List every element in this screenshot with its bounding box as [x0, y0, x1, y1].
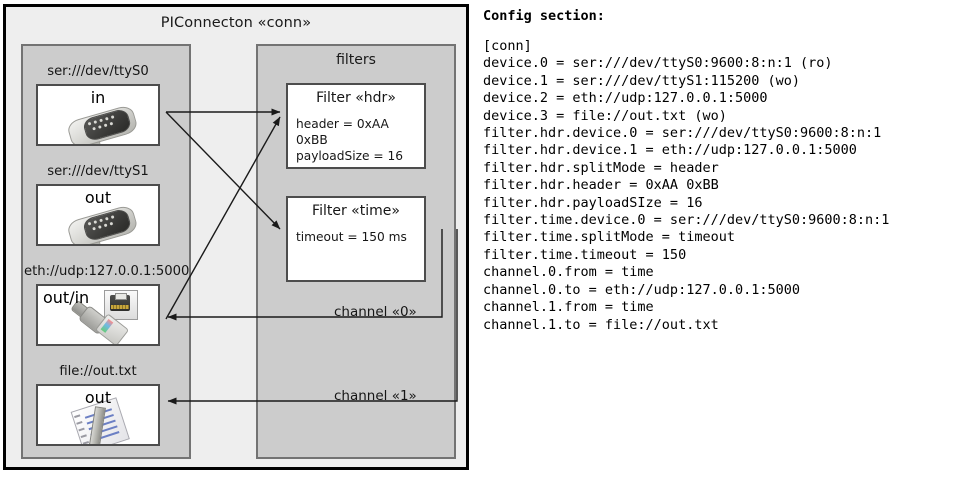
filters-panel-title: filters — [336, 52, 376, 68]
device-box-ttys0: in — [36, 84, 160, 146]
config-panel: Config section: [conn] device.0 = ser://… — [483, 8, 953, 334]
config-heading: Config section: — [483, 8, 605, 24]
ethernet-jack-icon — [104, 290, 138, 320]
filter-title-time: Filter «time» — [312, 203, 400, 219]
device-direction-ttys0: in — [90, 88, 106, 107]
device-direction-ttys1: out — [84, 188, 112, 207]
device-label-ttys1: ser:///dev/ttyS1 — [47, 164, 149, 179]
device-label-file: file://out.txt — [59, 364, 137, 379]
device-label-eth: eth://udp:127.0.0.1:5000 — [24, 264, 190, 279]
device-box-file: out — [36, 384, 160, 446]
channel-label-1: channel «1» — [334, 388, 417, 404]
filter-node-hdr[interactable]: Filter «hdr» header = 0xAA 0xBB payloadS… — [286, 83, 426, 169]
channel-label-0: channel «0» — [334, 304, 417, 320]
filter-props-time: timeout = 150 ms — [296, 229, 407, 245]
device-box-eth: out/in — [36, 284, 160, 346]
device-label-ttys0: ser:///dev/ttyS0 — [47, 64, 149, 79]
devices-panel: ser:///dev/ttyS0 in ser — [21, 44, 191, 459]
filter-props-hdr: header = 0xAA 0xBB payloadSize = 16 — [296, 116, 424, 164]
filter-prop: timeout = 150 ms — [296, 230, 407, 244]
config-text: [conn] device.0 = ser:///dev/ttyS0:9600:… — [483, 38, 890, 333]
filters-panel: filters Filter «hdr» header = 0xAA 0xBB … — [256, 44, 456, 459]
filter-prop: payloadSize = 16 — [296, 149, 403, 163]
filter-prop: header = 0xAA 0xBB — [296, 117, 389, 147]
filter-node-time[interactable]: Filter «time» timeout = 150 ms — [286, 196, 426, 282]
device-box-ttys1: out — [36, 184, 160, 246]
device-direction-file: out — [84, 388, 112, 407]
device-direction-eth: out/in — [43, 288, 90, 307]
diagram-title: PIConnecton «conn» — [160, 15, 312, 31]
diagram-frame: PIConnecton «conn» ser:///dev/ttyS0 in — [3, 4, 469, 470]
filter-title-hdr: Filter «hdr» — [316, 90, 396, 106]
